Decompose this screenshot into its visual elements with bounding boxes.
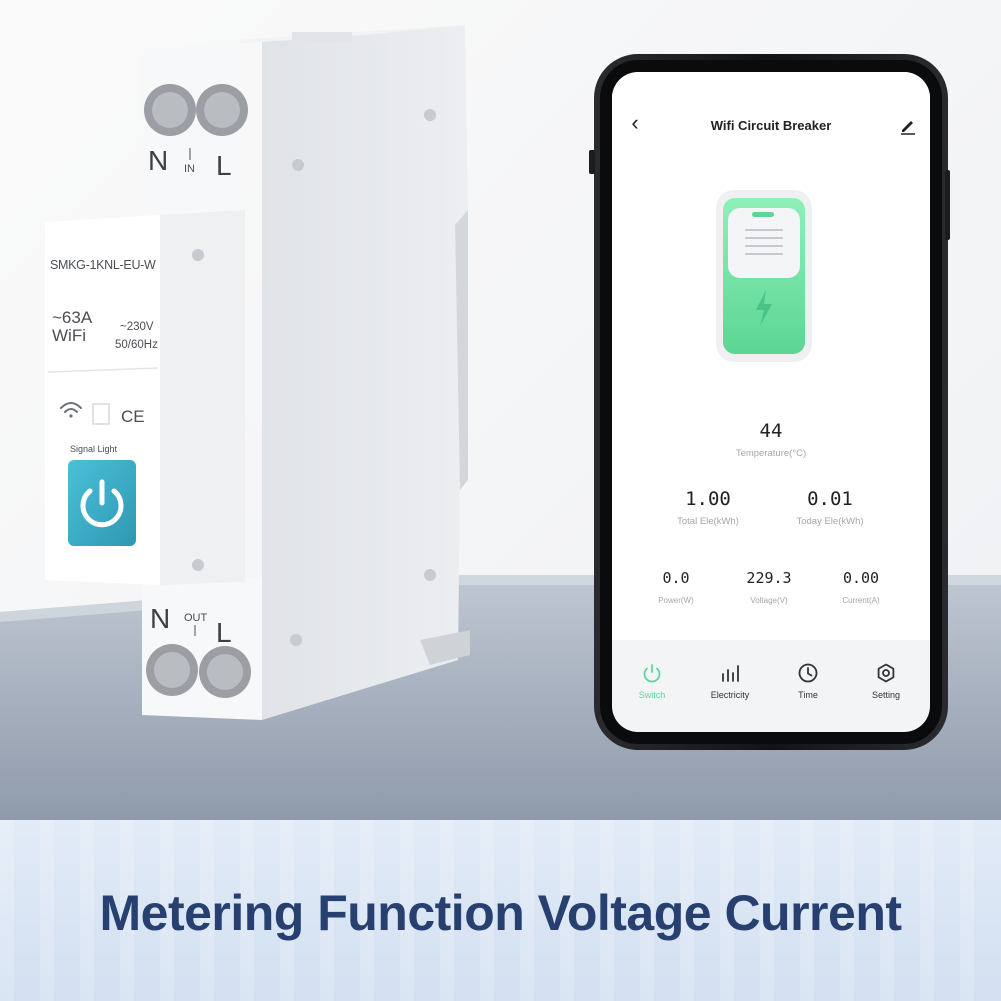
breaker-frequency: 50/60Hz xyxy=(115,339,158,351)
bottom-terminal-l-label: L xyxy=(216,617,232,648)
nav-label-time: Time xyxy=(798,690,818,700)
power-icon xyxy=(80,479,124,528)
lightning-icon xyxy=(756,290,772,326)
ce-mark: CE xyxy=(121,407,145,426)
signal-light-label: Signal Light xyxy=(70,444,118,454)
headline-text: Metering Function Voltage Current xyxy=(99,885,902,941)
bottom-terminal-n-label: N xyxy=(150,603,171,634)
nav-tab-electricity[interactable]: Electricity xyxy=(695,662,765,700)
temperature-label: Temperature(°C) xyxy=(735,448,807,459)
breaker-switch-toggle[interactable] xyxy=(716,190,812,362)
top-terminal-in-label: IN xyxy=(184,163,195,175)
voltage-label: Voltage(V) xyxy=(750,596,788,605)
nav-tab-switch[interactable]: Switch xyxy=(617,662,687,700)
nav-tab-time[interactable]: Time xyxy=(773,662,843,700)
total-ele-metric: 1.00 Total Ele(kWh) xyxy=(658,488,758,527)
clock-icon xyxy=(798,663,818,683)
top-terminal-n-label: N xyxy=(148,145,169,176)
bar-chart-icon xyxy=(722,665,739,682)
breaker-voltage-rating: ~230V xyxy=(120,321,154,333)
top-terminal-l-label: L xyxy=(216,150,232,181)
power-button[interactable] xyxy=(68,460,136,546)
current-value: 0.00 xyxy=(842,569,880,587)
power-label: Power(W) xyxy=(658,596,694,605)
app-screen: ‹ Wifi Circuit Breaker 44 Temperature(°C… xyxy=(612,72,930,732)
voltage-value: 229.3 xyxy=(746,569,792,587)
breaker-wifi-label: WiFi xyxy=(52,326,86,345)
temperature-metric: 44 Temperature(°C) xyxy=(721,420,821,459)
today-ele-value: 0.01 xyxy=(807,488,853,510)
app-title: Wifi Circuit Breaker xyxy=(710,118,832,133)
circuit-breaker-device xyxy=(45,25,470,720)
current-metric: 0.00 Current(A) xyxy=(826,569,896,605)
bottom-terminal-out-label: OUT xyxy=(184,612,208,624)
gear-icon xyxy=(877,663,895,683)
today-ele-metric: 0.01 Today Ele(kWh) xyxy=(780,488,880,527)
nav-label-switch: Switch xyxy=(638,690,666,700)
voltage-metric: 229.3 Voltage(V) xyxy=(734,569,804,605)
total-ele-value: 1.00 xyxy=(685,488,731,510)
current-label: Current(A) xyxy=(842,596,880,605)
nav-label-electricity: Electricity xyxy=(710,690,750,700)
nav-tab-setting[interactable]: Setting xyxy=(851,662,921,700)
signal-light xyxy=(92,403,110,425)
breaker-model: SMKG-1KNL-EU-W xyxy=(50,258,156,272)
total-ele-label: Total Ele(kWh) xyxy=(677,516,739,527)
wifi-icon xyxy=(60,402,82,418)
power-icon xyxy=(643,664,661,683)
today-ele-label: Today Ele(kWh) xyxy=(796,516,864,527)
breaker-rating: ~63A xyxy=(52,308,93,327)
power-value: 0.0 xyxy=(662,569,690,587)
temperature-value: 44 xyxy=(759,420,783,442)
nav-label-setting: Setting xyxy=(871,690,901,700)
edit-pencil-icon[interactable] xyxy=(898,115,918,135)
back-arrow-icon[interactable]: ‹ xyxy=(631,110,639,135)
power-metric: 0.0 Power(W) xyxy=(641,569,711,605)
